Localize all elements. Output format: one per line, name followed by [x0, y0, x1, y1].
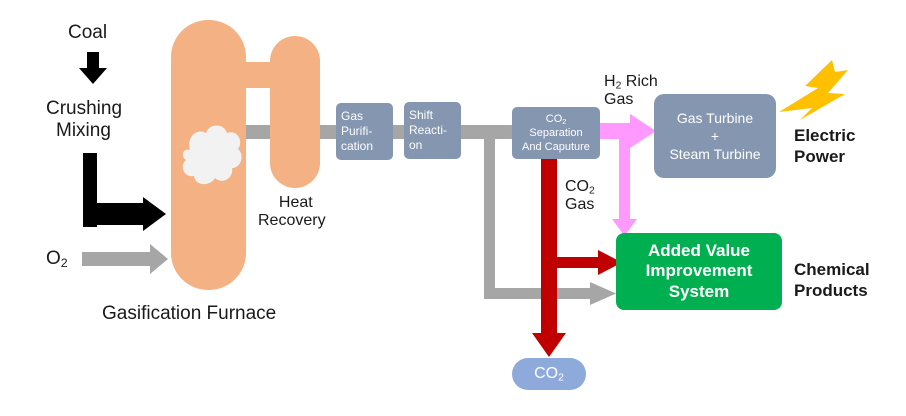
heat-recovery-line2: Recovery [258, 212, 326, 230]
turbine-line1: Gas Turbine [676, 109, 754, 126]
co2-arrow-to-avis [598, 250, 622, 275]
electric-line1: Electric [794, 126, 856, 145]
heat-recovery-column [270, 36, 320, 188]
avis-line2: Improvement [645, 261, 753, 281]
chem-line2: Products [794, 281, 868, 301]
gray-arrow-to-avis [590, 282, 616, 305]
gas-purification-line3: cation [341, 139, 374, 153]
crushing-label: Crushing Mixing [46, 98, 122, 142]
turbine-line2: + [710, 127, 720, 144]
electric-line2: Power [794, 147, 846, 167]
h2-line2: Gas [604, 91, 634, 109]
co2-pipe-down [541, 150, 557, 335]
heat-recovery-line1: Heat [278, 194, 313, 211]
chemical-products-label: Chemical Products [794, 259, 870, 302]
gas-purification-line1: Gas [341, 109, 364, 123]
flame-cloud [182, 125, 242, 185]
turbine-line3: Steam Turbine [669, 146, 761, 163]
shift-reaction-line2: Reacti- [409, 123, 448, 137]
o2-sub: 2 [60, 256, 68, 271]
co2-output-bubble: CO2 [512, 358, 586, 390]
h2-pipe-down [619, 131, 630, 221]
avis-line3: System [668, 281, 730, 301]
co2-separation-line3: And Caputure [522, 141, 590, 154]
turbine-box: Gas Turbine + Steam Turbine [654, 94, 776, 178]
h2-flow [600, 114, 656, 236]
h2-arrow-down [612, 219, 637, 236]
electric-power-label: Electric Power [794, 125, 855, 168]
crushing-line1: Crushing [46, 98, 123, 119]
added-value-box: Added Value Improvement System [616, 233, 782, 310]
co2-gas-label: CO2 Gas [565, 178, 595, 215]
o2-label: O2 [46, 248, 68, 270]
gasification-furnace [171, 20, 320, 290]
co2-pipes [532, 150, 622, 357]
co2-pipe-to-avis [549, 257, 601, 268]
gas-purification-line2: Purifi- [341, 124, 373, 138]
shift-reaction-line3: on [409, 138, 423, 152]
co2-separation-line2: Separation [529, 126, 583, 139]
gray-pipe-down [484, 132, 495, 298]
co2-separation-line1: CO2 [545, 112, 567, 126]
coal-arrow [79, 52, 107, 84]
avis-line1: Added Value [647, 240, 751, 260]
gas-purification-box: Gas Purifi- cation [336, 103, 393, 160]
heat-recovery-label: Heat Recovery [258, 194, 326, 231]
co2-gas-line2: Gas [565, 196, 595, 214]
shift-reaction-line1: Shift [409, 108, 434, 122]
gray-pipe-to-avis [484, 288, 592, 299]
co2-separation-box: CO2 Separation And Caputure [512, 107, 600, 159]
o2-main: O [46, 248, 61, 269]
chem-line1: Chemical [794, 260, 870, 279]
crushing-line2: Mixing [56, 119, 111, 141]
co2-output-text: CO2 [534, 365, 564, 384]
co2-arrow-down [532, 333, 566, 357]
furnace-label: Gasification Furnace [102, 303, 277, 324]
shift-reaction-box: Shift Reacti- on [404, 102, 461, 159]
o2-arrow [82, 244, 168, 274]
coal-label: Coal [68, 22, 108, 43]
feed-arrow [83, 153, 166, 231]
co2-gas-line1: CO2 [565, 178, 595, 197]
h2-rich-gas-label: H2 Rich Gas [604, 73, 658, 110]
h2-line1: H2 Rich [604, 73, 658, 92]
h2-arrow-right [630, 114, 656, 148]
lightning-icon [779, 60, 848, 120]
